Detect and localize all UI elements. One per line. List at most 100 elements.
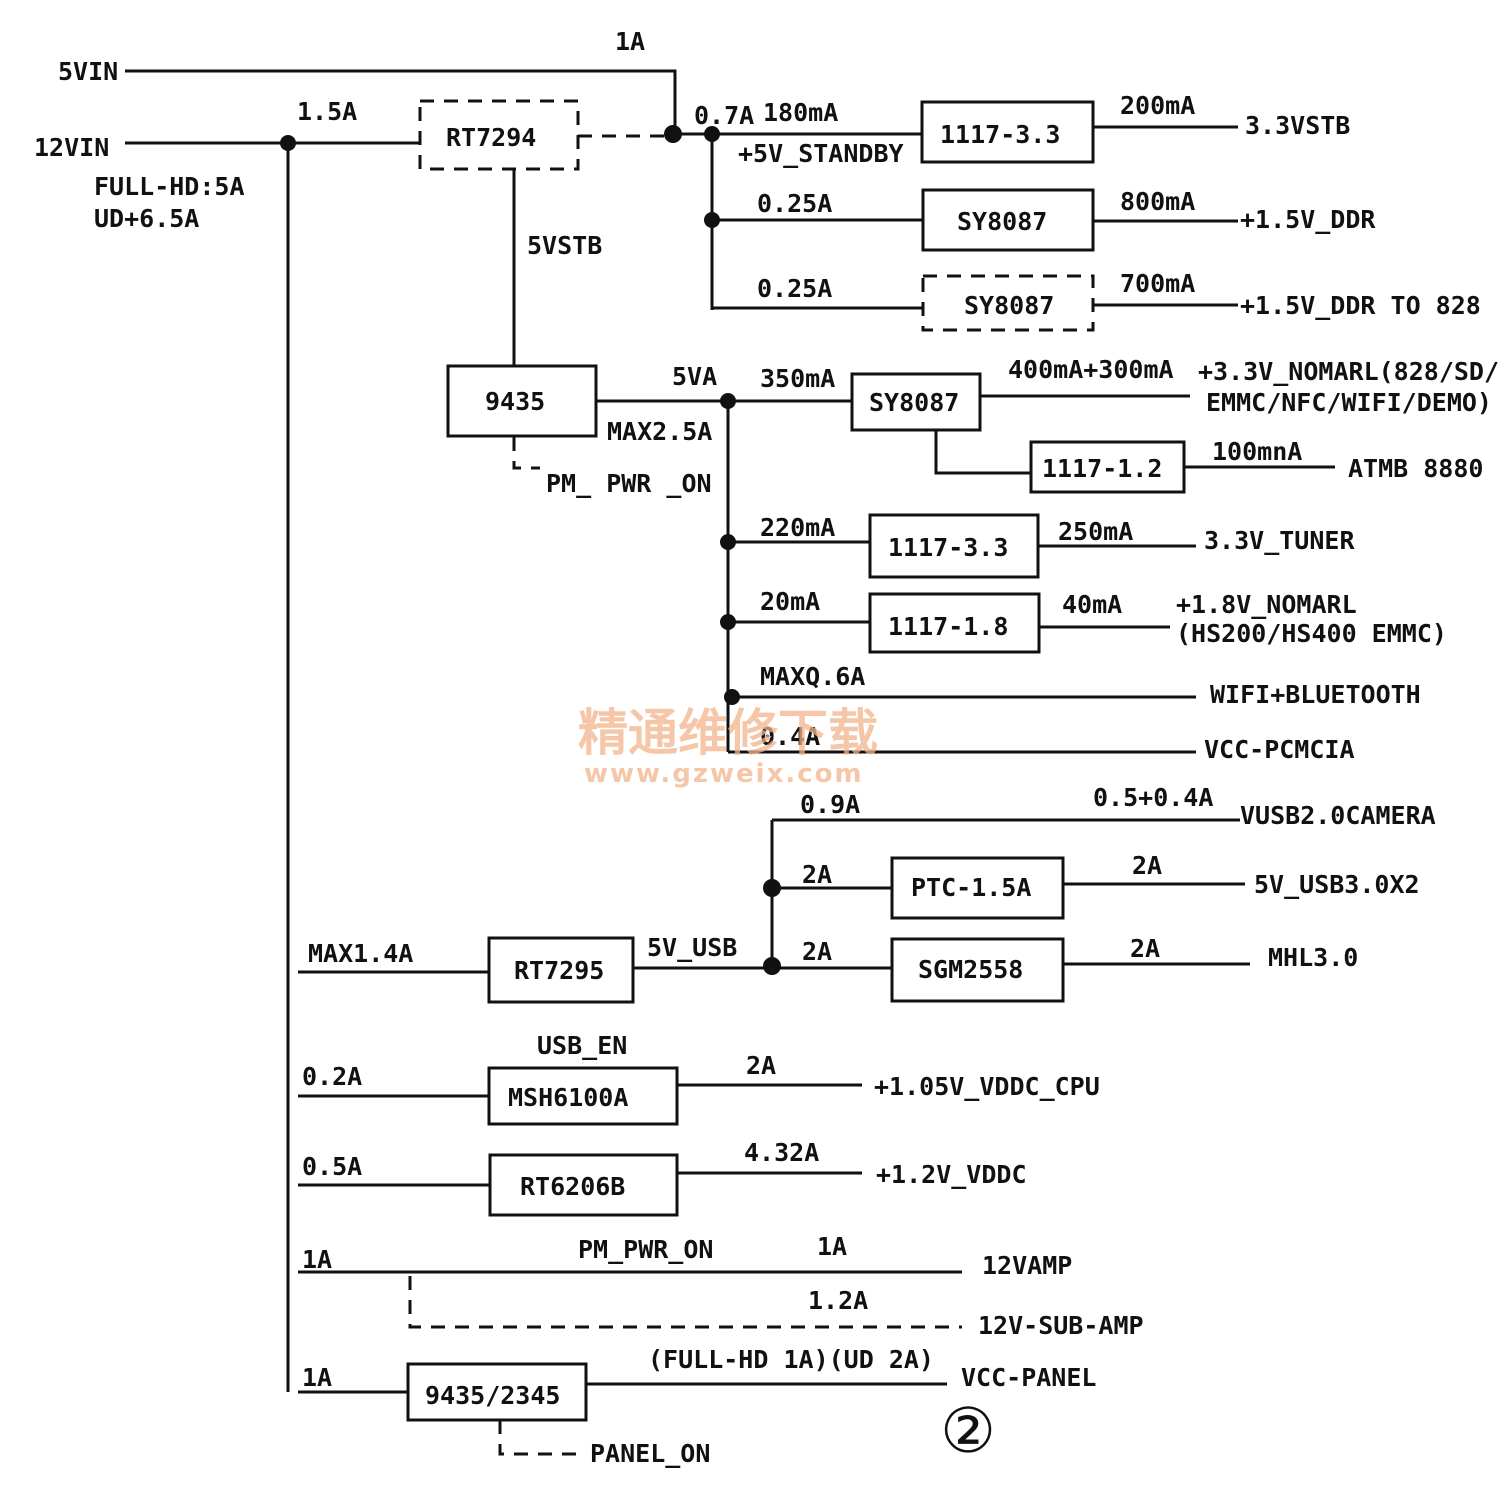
svg-text:9435/2345: 9435/2345 [425, 1381, 560, 1410]
block-rt7294: RT7294 [418, 99, 580, 171]
output-5v-usb3: 5V_USB3.0X2 [1254, 870, 1420, 899]
svg-text:RT7294: RT7294 [446, 123, 536, 152]
watermark-url: www.gzweix.com [584, 759, 864, 789]
output-wifi-bluetooth: WIFI+BLUETOOTH [1210, 680, 1421, 709]
output-3.3vstb: 3.3VSTB [1245, 111, 1350, 140]
svg-text:RT7295: RT7295 [514, 956, 604, 985]
input-5vin: 5VIN [58, 57, 118, 86]
watermark-title: 精通维修下载 [578, 704, 878, 762]
block-msh6100a: MSH6100A [487, 1066, 679, 1126]
current-sub-amp: 1.2A [808, 1286, 868, 1315]
svg-text:1117-3.3: 1117-3.3 [888, 533, 1008, 562]
block-rt7295: RT7295 [487, 936, 635, 1004]
output-12v-sub-amp: 12V-SUB-AMP [978, 1311, 1144, 1340]
output-1.5v-ddr-828: +1.5V_DDR TO 828 [1240, 291, 1481, 320]
svg-text:9435: 9435 [485, 387, 545, 416]
output-vddc-cpu: +1.05V_VDDC_CPU [874, 1072, 1100, 1101]
current-sgm-in: 2A [802, 937, 832, 966]
output-12vamp: 12VAMP [982, 1251, 1072, 1280]
output-1.5v-ddr: +1.5V_DDR [1240, 205, 1376, 234]
current-rt7295-in: MAX1.4A [308, 939, 413, 968]
current-rt7294-out: 0.7A [694, 101, 754, 130]
current-9435-out: 5VA [672, 362, 717, 391]
input-12vin-note-ud: UD+6.5A [94, 204, 199, 233]
current-12vin: 1.5A [297, 97, 357, 126]
block-9435-2345: 9435/2345 [406, 1362, 588, 1422]
output-3.3v-normal-line2: EMMC/NFC/WIFI/DEMO) [1206, 388, 1492, 417]
svg-text:SY8087: SY8087 [957, 207, 1047, 236]
input-12vin: 12VIN [34, 133, 109, 162]
current-amp: 1A [817, 1232, 847, 1261]
net-5v-usb: 5V_USB [647, 933, 737, 962]
output-vcc-panel: VCC-PANEL [961, 1363, 1096, 1392]
current-pcmcia: 0.4A [760, 722, 820, 751]
current-1117-stb-in: 180mA [763, 98, 838, 127]
net-5vstb: 5VSTB [527, 231, 602, 260]
block-1117-3.3-stb: 1117-3.3 [920, 100, 1095, 164]
current-sgm-out: 2A [1130, 934, 1160, 963]
net-usb-en: USB_EN [537, 1031, 627, 1060]
output-1.8v-normal-line2: (HS200/HS400 EMMC) [1176, 619, 1447, 648]
input-12vin-note-fullhd: FULL-HD:5A [94, 172, 245, 201]
current-1117-1.8-out: 40mA [1062, 590, 1122, 619]
block-sy8087-normal: SY8087 [850, 372, 982, 432]
current-9435-max: MAX2.5A [607, 417, 712, 446]
svg-text:RT6206B: RT6206B [520, 1172, 625, 1201]
block-9435: 9435 [446, 364, 598, 438]
net-panel-on: PANEL_ON [590, 1439, 710, 1468]
net-pm-pwr-on: PM_ PWR _ON [546, 469, 712, 498]
output-vusb2-camera: VUSB2.0CAMERA [1240, 801, 1436, 830]
block-sy8087-ddr: SY8087 [921, 188, 1095, 252]
output-1.8v-normal: +1.8V_NOMARL [1176, 590, 1357, 619]
current-sy8087-ddr-out: 800mA [1120, 187, 1195, 216]
wires [125, 69, 1335, 1456]
current-msh-in: 0.2A [302, 1062, 362, 1091]
current-ptc-in: 2A [802, 860, 832, 889]
output-vcc-pcmcia: VCC-PCMCIA [1204, 735, 1355, 764]
current-sy8087-ddr828-in: 0.25A [757, 274, 832, 303]
current-1117-1.2-out: 100mnA [1212, 437, 1302, 466]
junction-dots [280, 125, 781, 975]
output-atmb: ATMB 8880 [1348, 454, 1483, 483]
svg-text:SY8087: SY8087 [964, 291, 1054, 320]
block-rt6206b: RT6206B [488, 1153, 679, 1217]
figure-number: ② [940, 1394, 996, 1467]
current-amp-in: 1A [302, 1245, 332, 1274]
current-sy8087-normal-in: 350mA [760, 364, 835, 393]
svg-text:PTC-1.5A: PTC-1.5A [911, 873, 1031, 902]
block-1117-3.3-tuner: 1117-3.3 [868, 513, 1040, 579]
current-wifi: MAXQ.6A [760, 662, 865, 691]
block-ptc: PTC-1.5A [890, 856, 1065, 920]
current-msh-out: 2A [746, 1051, 776, 1080]
svg-text:1117-3.3: 1117-3.3 [940, 120, 1060, 149]
current-5vin: 1A [615, 27, 645, 56]
current-panel-in: 1A [302, 1363, 332, 1392]
svg-text:SY8087: SY8087 [869, 388, 959, 417]
current-sy8087-ddr-in: 0.25A [757, 189, 832, 218]
output-mhl: MHL3.0 [1268, 943, 1358, 972]
net-pm-pwr-on-amp: PM_PWR_ON [578, 1235, 713, 1264]
block-sgm2558: SGM2558 [890, 937, 1065, 1003]
current-panel-out: (FULL-HD 1A)(UD 2A) [648, 1345, 934, 1374]
svg-text:1117-1.8: 1117-1.8 [888, 612, 1008, 641]
svg-text:1117-1.2: 1117-1.2 [1042, 454, 1162, 483]
output-3.3v-tuner: 3.3V_TUNER [1204, 526, 1355, 555]
block-1117-1.2: 1117-1.2 [1029, 440, 1186, 494]
current-ptc-out: 2A [1132, 851, 1162, 880]
current-usb2-in: 0.9A [800, 790, 860, 819]
current-1117-tuner-in: 220mA [760, 513, 835, 542]
block-1117-1.8: 1117-1.8 [868, 592, 1041, 654]
output-vddc: +1.2V_VDDC [876, 1160, 1027, 1189]
block-sy8087-ddr828: SY8087 [921, 274, 1095, 332]
current-sy8087-ddr828-out: 700mA [1120, 269, 1195, 298]
current-1117-stb-out: 200mA [1120, 91, 1195, 120]
current-sy8087-normal-out: 400mA+300mA [1008, 355, 1174, 384]
output-3.3v-normal: +3.3V_NOMARL(828/SD/ [1198, 357, 1499, 386]
current-1117-tuner-out: 250mA [1058, 517, 1133, 546]
svg-text:SGM2558: SGM2558 [918, 955, 1023, 984]
current-rt6206-out: 4.32A [744, 1138, 819, 1167]
current-rt6206-in: 0.5A [302, 1152, 362, 1181]
current-1117-1.8-in: 20mA [760, 587, 820, 616]
svg-text:MSH6100A: MSH6100A [508, 1083, 628, 1112]
